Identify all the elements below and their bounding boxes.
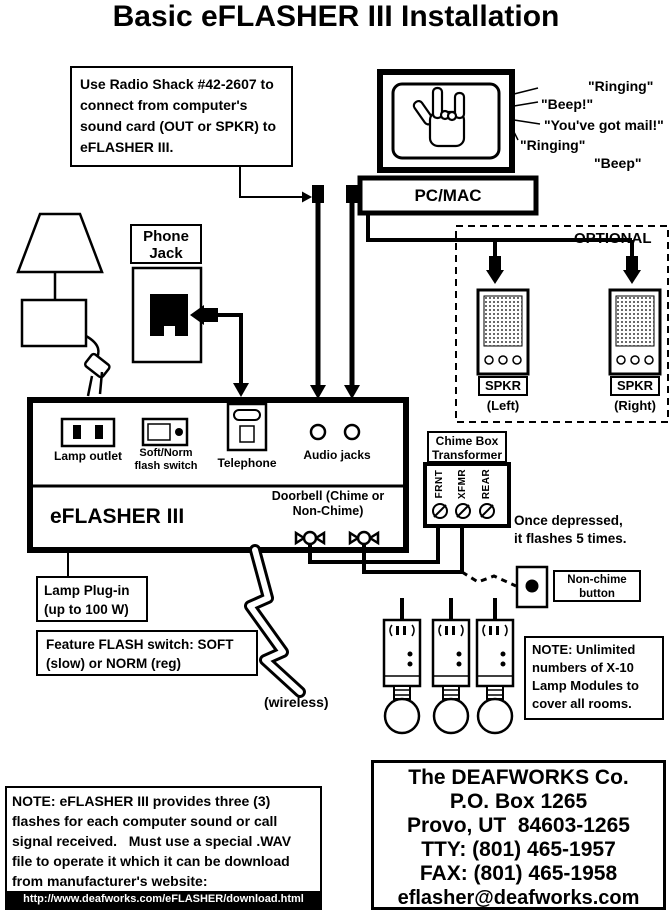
speaker-left-pos: (Left) <box>486 398 520 413</box>
lamp-outlet-label: Lamp outlet <box>54 449 122 463</box>
sound-quote: "Beep!" <box>541 96 594 112</box>
company-pobox: P.O. Box 1265 <box>449 790 588 813</box>
telephone-icon <box>226 402 268 452</box>
x10-module-2-icon <box>431 598 471 735</box>
flash-switch-icon <box>141 417 189 447</box>
speaker-left-label: SPKR <box>478 376 528 396</box>
sound-quote: "You've got mail!" <box>544 117 664 133</box>
sound-quote: "Beep" <box>594 155 642 171</box>
non-chime-button-icon <box>515 565 549 609</box>
audio-jacks-icon <box>309 423 361 441</box>
x10-module-3-icon <box>475 598 515 735</box>
x10-note: NOTE: Unlimited numbers of X-10 Lamp Mod… <box>524 636 664 720</box>
phone-jack-icon <box>131 266 203 364</box>
doorbell-wires <box>308 528 464 574</box>
telephone-label: Telephone <box>217 456 277 470</box>
audio-cables <box>310 185 360 399</box>
x10-module-1-icon <box>382 598 422 735</box>
bottom-note-box: NOTE: eFLASHER III provides three (3) fl… <box>5 786 322 910</box>
company-email: eflasher@deafworks.com <box>397 887 640 909</box>
speaker-right-icon <box>608 288 662 376</box>
audio-jacks-label: Audio jacks <box>303 448 371 462</box>
speaker-right-label: SPKR <box>610 376 660 396</box>
bottom-note-text: NOTE: eFLASHER III provides three (3) fl… <box>12 793 295 889</box>
wireless-label: (wireless) <box>264 694 329 710</box>
speaker-left-icon <box>476 288 530 376</box>
chime-box-label: Chime Box Transformer <box>427 431 507 463</box>
company-fax: FAX: (801) 465-1958 <box>419 862 618 885</box>
chime-transformer-icon <box>423 462 511 528</box>
lamp-icon <box>16 212 104 363</box>
terminal-label-frnt: FRNT <box>434 469 445 499</box>
lightning-bolt-icon <box>244 544 306 698</box>
eflasher-name: eFLASHER III <box>50 505 185 528</box>
lamp-plug-icon <box>83 352 111 397</box>
sound-leader-lines <box>513 87 541 141</box>
lamp-plugin-note: Lamp Plug-in (up to 100 W) <box>36 576 148 622</box>
terminal-label-xfmr: XFMR <box>457 468 468 500</box>
flash-switch-label: Soft/Norm flash switch <box>134 447 198 472</box>
company-box: The DEAFWORKS Co. P.O. Box 1265 Provo, U… <box>371 760 666 910</box>
non-chime-button-label: Non-chime button <box>553 570 641 602</box>
once-depressed-note: Once depressed, it flashes 5 times. <box>514 513 627 546</box>
company-city: Provo, UT 84603-1265 <box>407 814 630 837</box>
pcmac-box <box>357 175 539 216</box>
feature-flash-note: Feature FLASH switch: SOFT (slow) or NOR… <box>36 630 258 676</box>
phone-jack-label: Phone Jack <box>130 224 202 264</box>
speaker-plug-right-icon <box>623 256 641 284</box>
terminal-label-rear: REAR <box>481 468 492 500</box>
page-title: Basic eFLASHER III Installation <box>112 0 560 33</box>
radio-note-arrow <box>239 166 312 203</box>
radio-shack-note: Use Radio Shack #42-2607 to connect from… <box>70 66 293 167</box>
doorbell-label: Doorbell (Chime or Non-Chime) <box>271 489 385 518</box>
pcmac-label: PC/MAC <box>414 186 482 205</box>
speaker-plug-left-icon <box>486 256 504 284</box>
ily-hand-icon <box>412 86 466 148</box>
sound-quote: "Ringing" <box>520 137 586 153</box>
speaker-right-pos: (Right) <box>614 398 656 413</box>
company-tty: TTY: (801) 465-1957 <box>421 838 616 861</box>
company-name: The DEAFWORKS Co. <box>408 766 629 789</box>
download-url: http://www.deafworks.com/eFLASHER/downlo… <box>7 891 320 908</box>
phone-cord <box>190 305 249 397</box>
non-chime-dashed-wire <box>461 570 517 588</box>
optional-label: OPTIONAL <box>574 230 652 247</box>
lamp-outlet-icon <box>60 417 116 448</box>
speaker-wires <box>366 213 634 256</box>
sound-quote: "Ringing" <box>588 78 654 94</box>
doorbell-terminals-icon <box>294 530 380 546</box>
